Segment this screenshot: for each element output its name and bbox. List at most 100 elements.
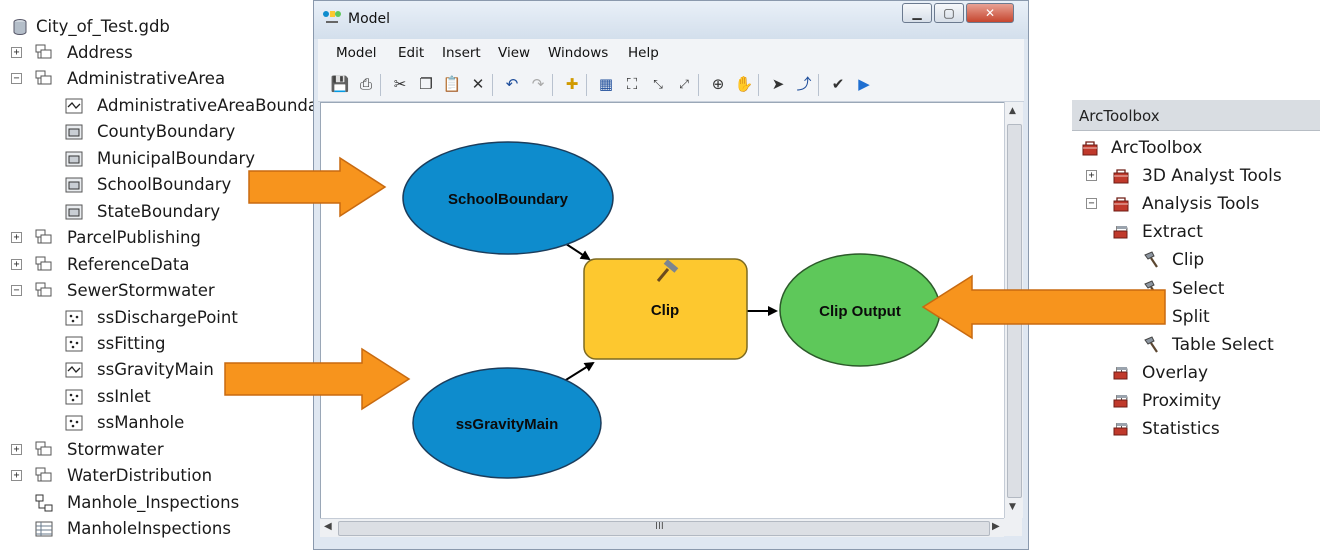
catalog-item-label: SewerStormwater	[67, 281, 215, 301]
polygon-feature-class-icon	[65, 151, 83, 167]
cut-icon[interactable]: ✂	[393, 75, 407, 93]
delete-icon[interactable]: ✕	[471, 75, 485, 93]
input-node-ssgravitymain[interactable]: ssGravityMain	[412, 367, 602, 479]
toolbar-separator	[758, 74, 759, 96]
scroll-right-arrow[interactable]: ▶	[992, 521, 1000, 532]
print-icon[interactable]: ⎙	[359, 75, 372, 93]
expand-icon[interactable]: +	[11, 232, 22, 244]
toolbox-header-title: ArcToolbox	[1079, 107, 1160, 125]
scroll-down-arrow[interactable]: ▼	[1009, 502, 1016, 512]
point-feature-class-icon	[65, 336, 83, 352]
point-feature-class-icon	[65, 389, 83, 405]
fixed-zoom-out-icon[interactable]: ⤢	[679, 77, 689, 91]
output-node-clip-output[interactable]: Clip Output	[779, 253, 941, 367]
hammer-icon	[1144, 336, 1158, 353]
catalog-item-label: Stormwater	[67, 439, 164, 459]
input-node-schoolboundary[interactable]: SchoolBoundary	[402, 141, 614, 255]
toolset-icon	[1113, 226, 1128, 239]
catalog-item-label: StateBoundary	[97, 201, 221, 221]
tool-node-label: Clip	[651, 302, 679, 319]
menu-help[interactable]: Help	[628, 45, 659, 61]
geodatabase-label: City_of_Test.gdb	[36, 17, 170, 36]
catalog-item-label: ssDischargePoint	[97, 307, 238, 327]
menu-windows[interactable]: Windows	[548, 45, 609, 61]
catalog-item-label: SchoolBoundary	[97, 175, 232, 195]
point-feature-class-icon	[65, 310, 83, 325]
collapse-icon[interactable]: −	[11, 73, 22, 85]
close-button[interactable]: ✕	[966, 3, 1014, 23]
copy-icon[interactable]: ❐	[419, 75, 433, 93]
menu-edit[interactable]: Edit	[398, 45, 425, 61]
feature-dataset-icon	[35, 256, 52, 271]
add-data-icon[interactable]: ✚	[565, 75, 579, 93]
select-icon[interactable]: ➤	[771, 75, 785, 93]
window-title: Model	[348, 11, 391, 27]
toolbox-item-label: Analysis Tools	[1142, 194, 1260, 215]
menu-insert[interactable]: Insert	[442, 45, 481, 61]
toolset-icon	[1113, 366, 1128, 380]
expand-icon[interactable]: +	[11, 470, 22, 482]
connect-icon[interactable]: ⤴	[796, 75, 812, 93]
catalog-item-label: CountyBoundary	[97, 122, 236, 142]
catalog-item-label: ssFitting	[97, 333, 166, 353]
hammer-icon	[656, 259, 679, 282]
annotation-arrow-ssgravitymain	[224, 347, 411, 411]
expand-icon[interactable]: +	[11, 258, 22, 270]
redo-icon[interactable]: ↷	[531, 75, 545, 93]
toolbox-icon	[1113, 197, 1129, 212]
catalog-item-label: ReferenceData	[67, 254, 190, 274]
toolbox-header: ArcToolbox	[1072, 100, 1320, 131]
toolbar-separator	[492, 74, 493, 96]
horizontal-scroll-thumb[interactable]: III	[338, 521, 990, 536]
model-builder-window: Model ▁ ▢ ✕ Model Edit Insert View Windo…	[313, 0, 1029, 550]
scroll-up-arrow[interactable]: ▲	[1009, 106, 1016, 116]
validate-icon[interactable]: ✔	[831, 75, 845, 93]
expand-icon[interactable]: +	[11, 443, 22, 455]
zoom-in-icon[interactable]: ⊕	[711, 75, 725, 93]
expand-icon[interactable]: +	[1086, 170, 1097, 182]
run-icon[interactable]: ▶	[858, 75, 870, 93]
model-toolbar: 💾 ⎙ ✂ ❐ 📋 ✕ ↶ ↷ ✚ ▦ ⛶ ⤡ ⤢ ⊕ ✋ ➤ ⤴ ✔ ▶	[318, 67, 1024, 102]
toolbox-icon	[1082, 141, 1098, 156]
minimize-button[interactable]: ▁	[902, 3, 932, 23]
feature-dataset-icon	[35, 441, 52, 456]
model-diagram: SchoolBoundary ssGravityMain Clip Clip O…	[402, 141, 941, 479]
line-feature-class-icon	[65, 362, 83, 378]
catalog-item-label: AdministrativeArea	[67, 69, 226, 89]
toolbox-item-label: 3D Analyst Tools	[1142, 166, 1282, 187]
catalog-item-label: WaterDistribution	[67, 466, 213, 486]
catalog-item-label: Manhole_Inspections	[67, 492, 240, 512]
annotation-arrow-clip-tool	[921, 274, 1166, 340]
relationship-class-icon	[35, 494, 53, 512]
menu-model[interactable]: Model	[336, 45, 377, 61]
annotation-arrow-schoolboundary	[248, 156, 387, 218]
catalog-item-label: AdministrativeAreaBoundary	[97, 95, 335, 115]
collapse-icon[interactable]: −	[11, 285, 22, 297]
title-bar[interactable]: Model ▁ ▢ ✕	[314, 1, 1028, 39]
toolset-icon	[1113, 394, 1128, 408]
pan-icon[interactable]: ✋	[734, 75, 754, 93]
arctoolbox-panel: ArcToolbox ArcToolbox+3D Analyst Tools−A…	[1072, 100, 1320, 550]
maximize-button[interactable]: ▢	[934, 3, 964, 23]
full-extent-icon[interactable]: ⛶	[626, 75, 638, 93]
horizontal-scrollbar[interactable]: ◀ III ▶	[320, 518, 1004, 537]
point-feature-class-icon	[65, 415, 83, 431]
resize-corner[interactable]	[1004, 518, 1022, 536]
model-canvas[interactable]: SchoolBoundary ssGravityMain Clip Clip O…	[320, 102, 1012, 520]
undo-icon[interactable]: ↶	[505, 75, 519, 93]
auto-layout-icon[interactable]: ▦	[598, 75, 614, 93]
feature-dataset-icon	[35, 70, 52, 85]
scroll-left-arrow[interactable]: ◀	[324, 521, 332, 532]
tool-node-clip[interactable]: Clip	[583, 258, 748, 360]
paste-icon[interactable]: 📋	[442, 75, 462, 93]
menu-view[interactable]: View	[498, 45, 531, 61]
save-icon[interactable]: 💾	[330, 75, 350, 93]
catalog-item-label: ssInlet	[97, 386, 151, 406]
toolbar-separator	[380, 74, 381, 96]
collapse-icon[interactable]: −	[1086, 198, 1097, 210]
catalog-item-label: ManholeInspections	[67, 519, 231, 539]
expand-icon[interactable]: +	[11, 47, 22, 58]
line-feature-class-icon	[65, 98, 83, 114]
toolbar-separator	[698, 74, 699, 96]
fixed-zoom-in-icon[interactable]: ⤡	[653, 77, 663, 91]
